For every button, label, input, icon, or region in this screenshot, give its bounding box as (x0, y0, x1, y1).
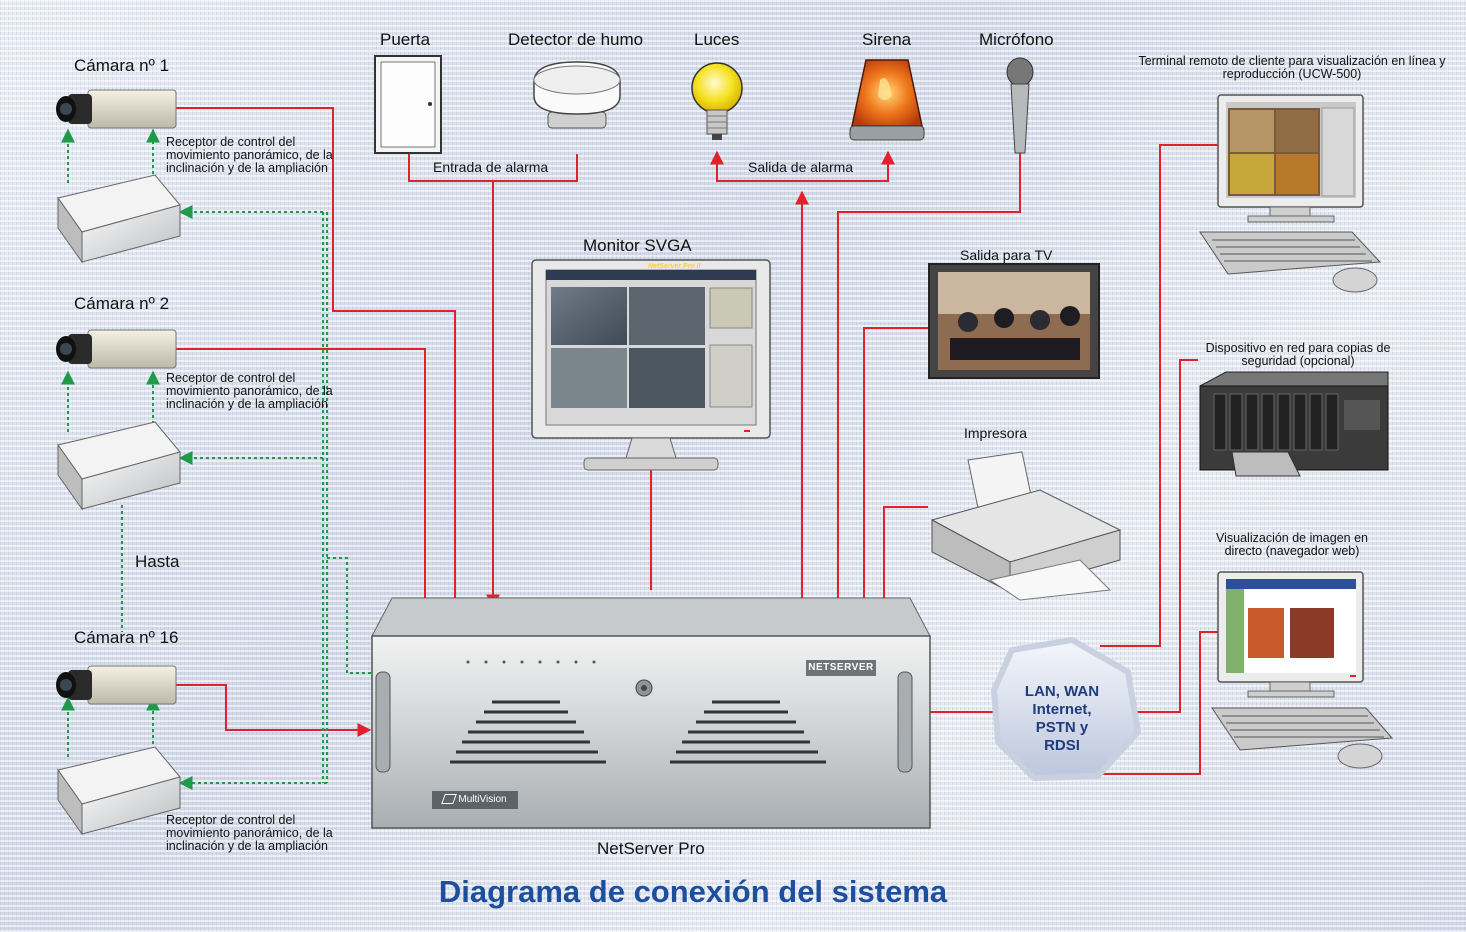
multivision-brand-text: MultiVision (458, 794, 507, 805)
remote-terminal-icon (1199, 94, 1382, 293)
web-browser-terminal-icon (1211, 571, 1394, 769)
red-wires (176, 107, 1218, 775)
netserver-badge: NETSERVER (806, 660, 876, 676)
backup-device-label: Dispositivo en red para copias de seguri… (1205, 341, 1391, 368)
receiver-2-label: Receptor de control del movimiento panor… (166, 371, 333, 411)
camera-1-icon (56, 89, 177, 129)
siren-label: Sirena (862, 30, 912, 49)
lights-label: Luces (694, 30, 740, 49)
netserver-label: NetServer Pro (597, 839, 705, 858)
svga-screen-title: NetServer Pro II (648, 263, 701, 270)
alarm-output-label: Salida de alarma (748, 159, 854, 175)
camera-1-label: Cámara nº 1 (74, 56, 170, 75)
door-icon (374, 55, 442, 154)
microphone-label: Micrófono (979, 30, 1054, 49)
camera-16-icon (56, 665, 177, 705)
alarm-input-label: Entrada de alarma (433, 159, 549, 175)
smoke-detector-icon (533, 61, 621, 129)
printer-icon (930, 451, 1122, 601)
camera-2-label: Cámara nº 2 (74, 294, 170, 313)
svga-monitor-icon (531, 259, 771, 471)
tv-output-icon (928, 263, 1100, 379)
network-label: LAN, WAN Internet, PSTN y RDSI (1024, 683, 1100, 754)
svga-monitor-label: Monitor SVGA (583, 236, 692, 255)
multivision-logo-icon (441, 794, 458, 805)
backup-device-icon (1199, 371, 1389, 477)
receiver-16-label: Receptor de control del movimiento panor… (166, 813, 333, 853)
hasta-label: Hasta (135, 552, 180, 571)
multivision-brand: MultiVision (432, 791, 518, 809)
camera-16-label: Cámara nº 16 (74, 628, 179, 647)
door-label: Puerta (380, 30, 431, 49)
receiver-2-icon (57, 421, 181, 511)
smoke-detector-label: Detector de humo (508, 30, 644, 49)
receiver-16-icon (57, 746, 181, 836)
printer-label: Impresora (964, 425, 1028, 441)
light-bulb-icon (691, 62, 743, 140)
tv-output-label: Salida para TV (960, 247, 1053, 263)
receiver-1-label: Receptor de control del movimiento panor… (166, 135, 333, 175)
camera-2-icon (56, 329, 177, 369)
netserver-icon (371, 597, 931, 829)
remote-terminal-label: Terminal remoto de cliente para visualiz… (1138, 54, 1446, 81)
microphone-icon (1006, 57, 1034, 154)
green-wires (61, 128, 372, 790)
network-cloud-icon (991, 637, 1141, 781)
web-view-label: Visualización de imagen en directo (nave… (1216, 531, 1368, 558)
diagram-title: Diagrama de conexión del sistema (438, 874, 948, 909)
siren-icon (849, 59, 925, 141)
receiver-1-icon (57, 174, 181, 264)
